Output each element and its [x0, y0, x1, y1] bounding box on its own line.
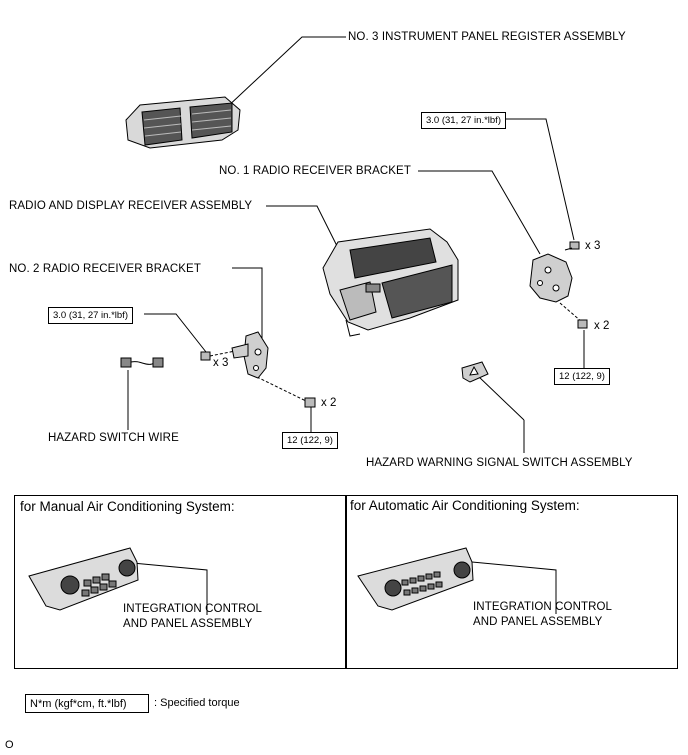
qty-right-bottom: x 2: [594, 320, 610, 332]
manual-panel-label-line2: AND PANEL ASSEMBLY: [123, 618, 253, 630]
radio-bracket-1-label: NO. 1 RADIO RECEIVER BRACKET: [219, 165, 411, 177]
radio-bracket-1: [529, 253, 573, 303]
register-leader: [223, 36, 346, 111]
automatic-panel-label-line2: AND PANEL ASSEMBLY: [473, 616, 603, 628]
manual-panel-leader: [121, 561, 208, 615]
torque-box-right-bottom: 12 (122, 9): [554, 368, 610, 385]
radio-bracket-2: [231, 331, 269, 379]
radio-display-leader: [266, 205, 341, 253]
torque-legend-key: N*m (kgf*cm, ft.*lbf): [25, 694, 149, 713]
register-assembly: [125, 96, 241, 149]
bolt-left-bottom: [304, 397, 316, 408]
manual-panel-label-line1: INTEGRATION CONTROL: [123, 603, 263, 615]
qty-right-top: x 3: [585, 240, 601, 252]
auto-panel-leader: [471, 561, 557, 614]
bracket2-leader: [232, 267, 263, 338]
radio-bracket-2-label: NO. 2 RADIO RECEIVER BRACKET: [9, 263, 201, 275]
automatic-panel-label-line1: INTEGRATION CONTROL: [473, 601, 613, 613]
bracket1-leader: [418, 170, 541, 255]
manual-ac-title: for Manual Air Conditioning System:: [20, 499, 235, 514]
footer-code: O: [5, 739, 14, 751]
hazard-switch-label: HAZARD WARNING SIGNAL SWITCH ASSEMBLY: [366, 457, 633, 469]
automatic-ac-title: for Automatic Air Conditioning System:: [350, 498, 580, 513]
qty-left-bottom: x 2: [321, 397, 337, 409]
hazard-switch: [461, 361, 489, 383]
bolt-left-top: [200, 351, 211, 361]
qty-left-top: x 3: [213, 357, 229, 369]
hazard-wire-label: HAZARD SWITCH WIRE: [48, 432, 179, 444]
automatic-ac-panel-box: [345, 495, 678, 669]
left-torque-leader: [144, 313, 207, 353]
hazard-switch-wire: [120, 357, 164, 368]
torque-box-right-top: 3.0 (31, 27 in.*lbf): [421, 112, 506, 129]
right-torque-leader: [505, 118, 575, 241]
bolt-right-top: [564, 241, 580, 251]
manual-control-panel: [28, 547, 139, 611]
torque-box-left-bottom: 12 (122, 9): [282, 432, 338, 449]
automatic-control-panel: [357, 547, 474, 611]
radio-display-label: RADIO AND DISPLAY RECEIVER ASSEMBLY: [9, 200, 253, 212]
torque-legend-description: : Specified torque: [154, 697, 240, 709]
radio-display-assembly: [322, 228, 459, 337]
register-label: NO. 3 INSTRUMENT PANEL REGISTER ASSEMBLY: [348, 31, 626, 43]
bolt-right-bottom: [577, 319, 588, 329]
manual-ac-panel-box: [14, 495, 347, 669]
torque-box-left-top: 3.0 (31, 27 in.*lbf): [48, 307, 133, 324]
